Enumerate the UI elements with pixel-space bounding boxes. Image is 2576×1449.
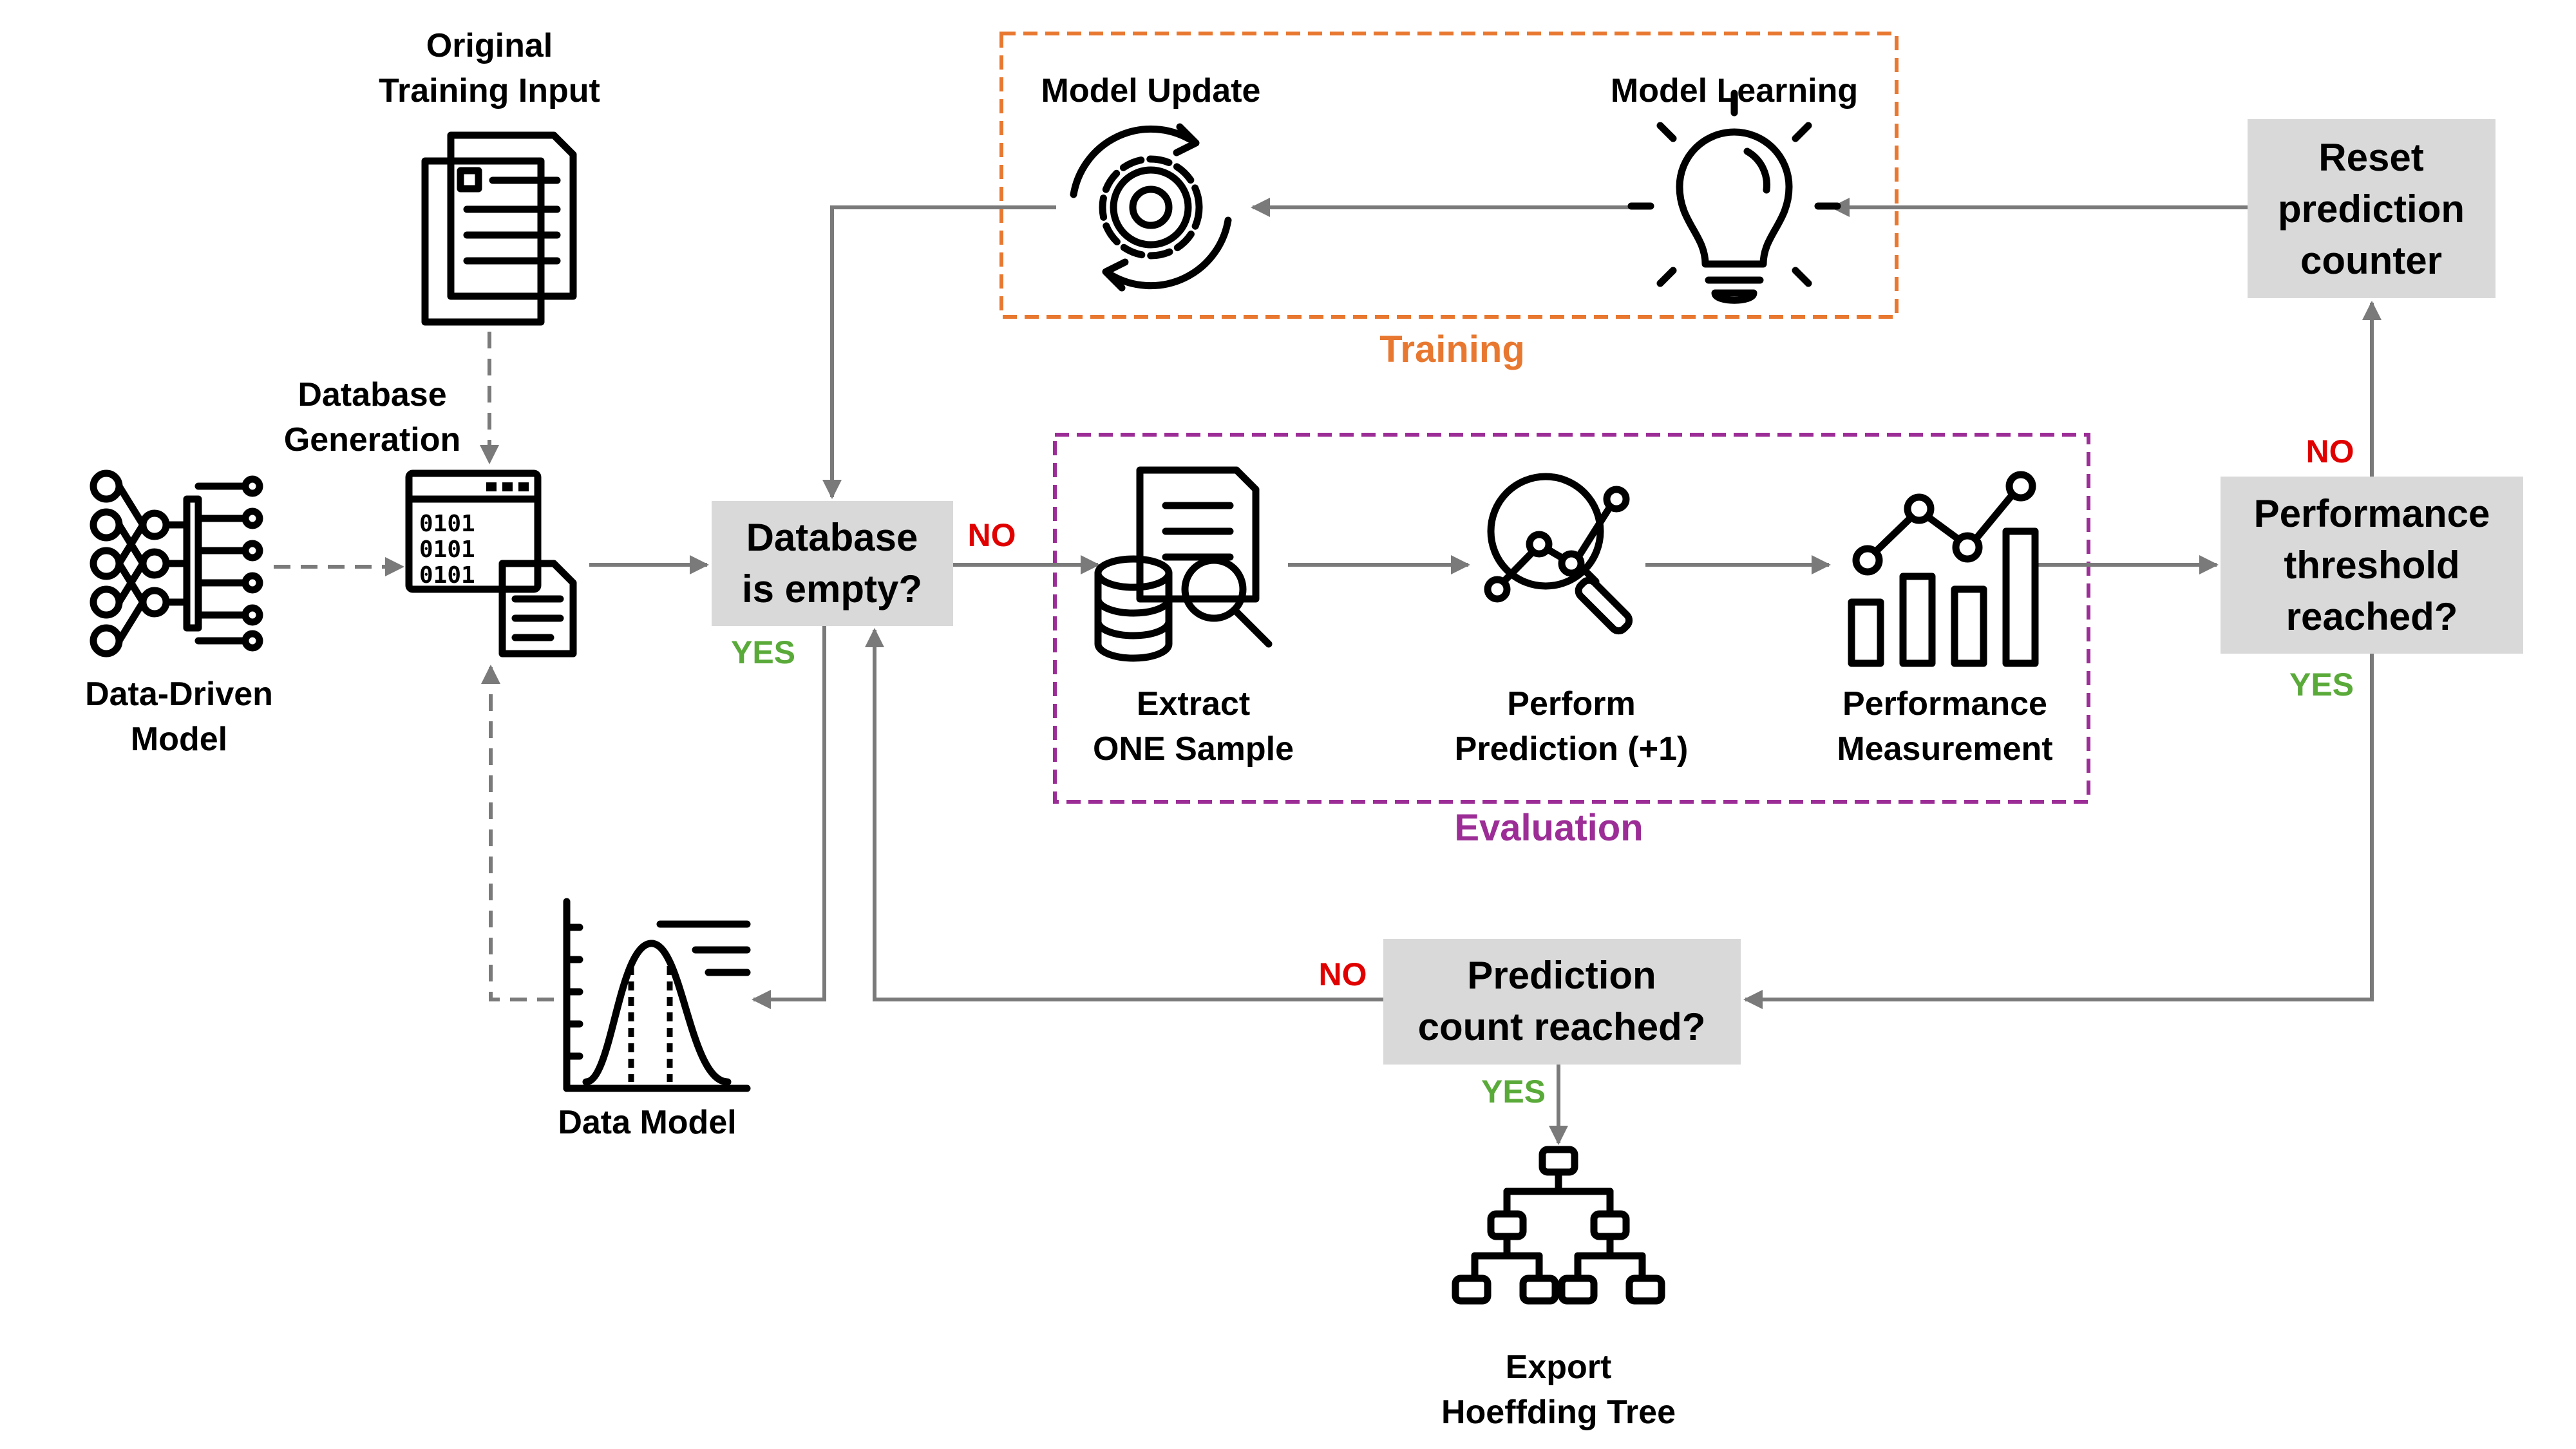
decision-database-empty-line1: Database [746,516,918,559]
original-input-label-line1: Original [426,27,553,64]
arrow-datamodel-to-dbgen [481,665,554,1001]
perform-prediction-label-line1: Perform [1507,685,1635,723]
reset-counter-line2: prediction [2278,187,2465,231]
decision-performance-threshold: Performance threshold reached? [2221,477,2523,654]
arrow-update-to-decision [822,205,1056,499]
gear-refresh-icon [1070,123,1232,292]
data-model-label: Data Model [558,1104,736,1141]
lightbulb-icon [1627,90,1841,304]
documents-icon [421,131,577,326]
db-no-flag: NO [968,517,1016,553]
decision-prediction-count: Prediction count reached? [1383,939,1741,1065]
perf-threshold-line3: reached? [2286,595,2458,638]
perf-yes-flag: YES [2289,667,2354,703]
svg-text:0101: 0101 [419,562,475,589]
svg-text:0101: 0101 [419,511,475,537]
evaluation-group-title: Evaluation [1454,807,1643,849]
model-update-label: Model Update [1041,72,1261,109]
arrow-count-to-decision [865,628,1383,1001]
performance-measurement-label-line2: Measurement [1837,730,2052,768]
decision-database-empty: Database is empty? [712,501,953,626]
svg-text:0101: 0101 [419,536,475,563]
export-tree-label-line1: Export [1506,1349,1612,1386]
db-yes-flag: YES [731,634,795,670]
perf-no-flag: NO [2306,433,2354,469]
training-group-title: Training [1379,328,1525,370]
export-tree-label-line2: Hoeffding Tree [1441,1394,1676,1431]
magnifier-chart-icon [1484,473,1633,635]
perform-prediction-label-line2: Prediction (+1) [1455,730,1689,768]
performance-measurement-label-line1: Performance [1842,685,2047,723]
decision-reset-counter: Reset prediction counter [2248,119,2496,298]
neural-network-icon [90,469,263,658]
perf-threshold-line1: Performance [2254,492,2490,535]
prediction-count-line2: count reached? [1418,1005,1706,1048]
tree-hierarchy-icon [1452,1146,1665,1305]
training-group-frame [999,32,1899,319]
arrow-yes-to-datamodel [752,626,826,1009]
count-yes-flag: YES [1481,1074,1546,1110]
reset-counter-line1: Reset [2318,136,2423,179]
reset-counter-line3: counter [2300,239,2442,282]
count-no-flag: NO [1319,956,1367,992]
extract-sample-label-line2: ONE Sample [1093,730,1294,768]
database-generation-label-line2: Generation [284,421,461,459]
bar-chart-trend-icon [1848,471,2039,667]
evaluation-group-frame [1053,433,2090,804]
binary-database-icon: 0101 0101 0101 [405,469,577,658]
data-driven-model-label-line1: Data-Driven [85,676,273,713]
document-database-search-icon [1094,466,1273,662]
model-learning-label: Model Learning [1611,72,1858,109]
perf-threshold-line2: threshold [2284,544,2459,587]
distribution-chart-icon [563,898,751,1092]
data-driven-model-label-line2: Model [131,721,227,758]
original-input-label-line2: Training Input [379,72,600,109]
extract-sample-label-line1: Extract [1137,685,1250,723]
database-generation-label-line1: Database [298,376,446,413]
prediction-count-line1: Prediction [1467,954,1656,997]
decision-database-empty-line2: is empty? [742,567,922,611]
arrow-threshold-to-count [1743,654,2374,1009]
